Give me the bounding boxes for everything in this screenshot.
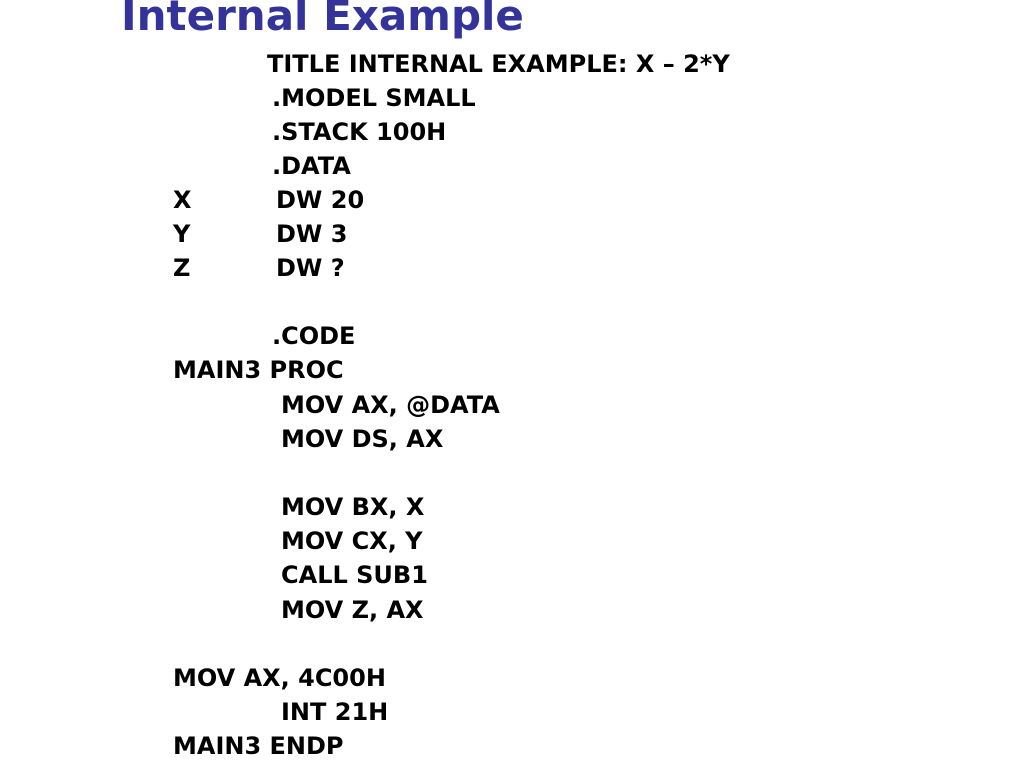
code-line-data-directive: .DATA — [272, 152, 351, 180]
code-line-code-directive: .CODE — [272, 322, 356, 350]
variable-label-z: Z — [173, 254, 191, 282]
code-line-mov-ax-4c00h: MOV AX, 4C00H — [173, 664, 386, 692]
code-line-mov-z-ax: MOV Z, AX — [281, 596, 424, 624]
code-line-main-proc: MAIN3 PROC — [173, 356, 344, 384]
variable-declaration-y: DW 3 — [276, 220, 348, 248]
code-line-model: .MODEL SMALL — [272, 84, 476, 112]
code-line-mov-ds-ax: MOV DS, AX — [281, 425, 444, 453]
variable-label-x: X — [173, 186, 192, 214]
code-line-stack: .STACK 100H — [272, 118, 447, 146]
code-line-mov-bx-x: MOV BX, X — [281, 493, 425, 521]
code-line-int-21h: INT 21H — [281, 698, 389, 726]
variable-declaration-x: DW 20 — [276, 186, 365, 214]
variable-label-y: Y — [173, 220, 191, 248]
code-line-mov-ax-data: MOV AX, @DATA — [281, 391, 500, 419]
code-line-main-endp: MAIN3 ENDP — [173, 732, 344, 760]
slide-title: Internal Example — [121, 0, 524, 40]
code-line-call-sub1: CALL SUB1 — [281, 561, 428, 589]
code-line-mov-cx-y: MOV CX, Y — [281, 527, 423, 555]
code-line-title-directive: TITLE INTERNAL EXAMPLE: X – 2*Y — [267, 50, 730, 78]
variable-declaration-z: DW ? — [276, 254, 345, 282]
